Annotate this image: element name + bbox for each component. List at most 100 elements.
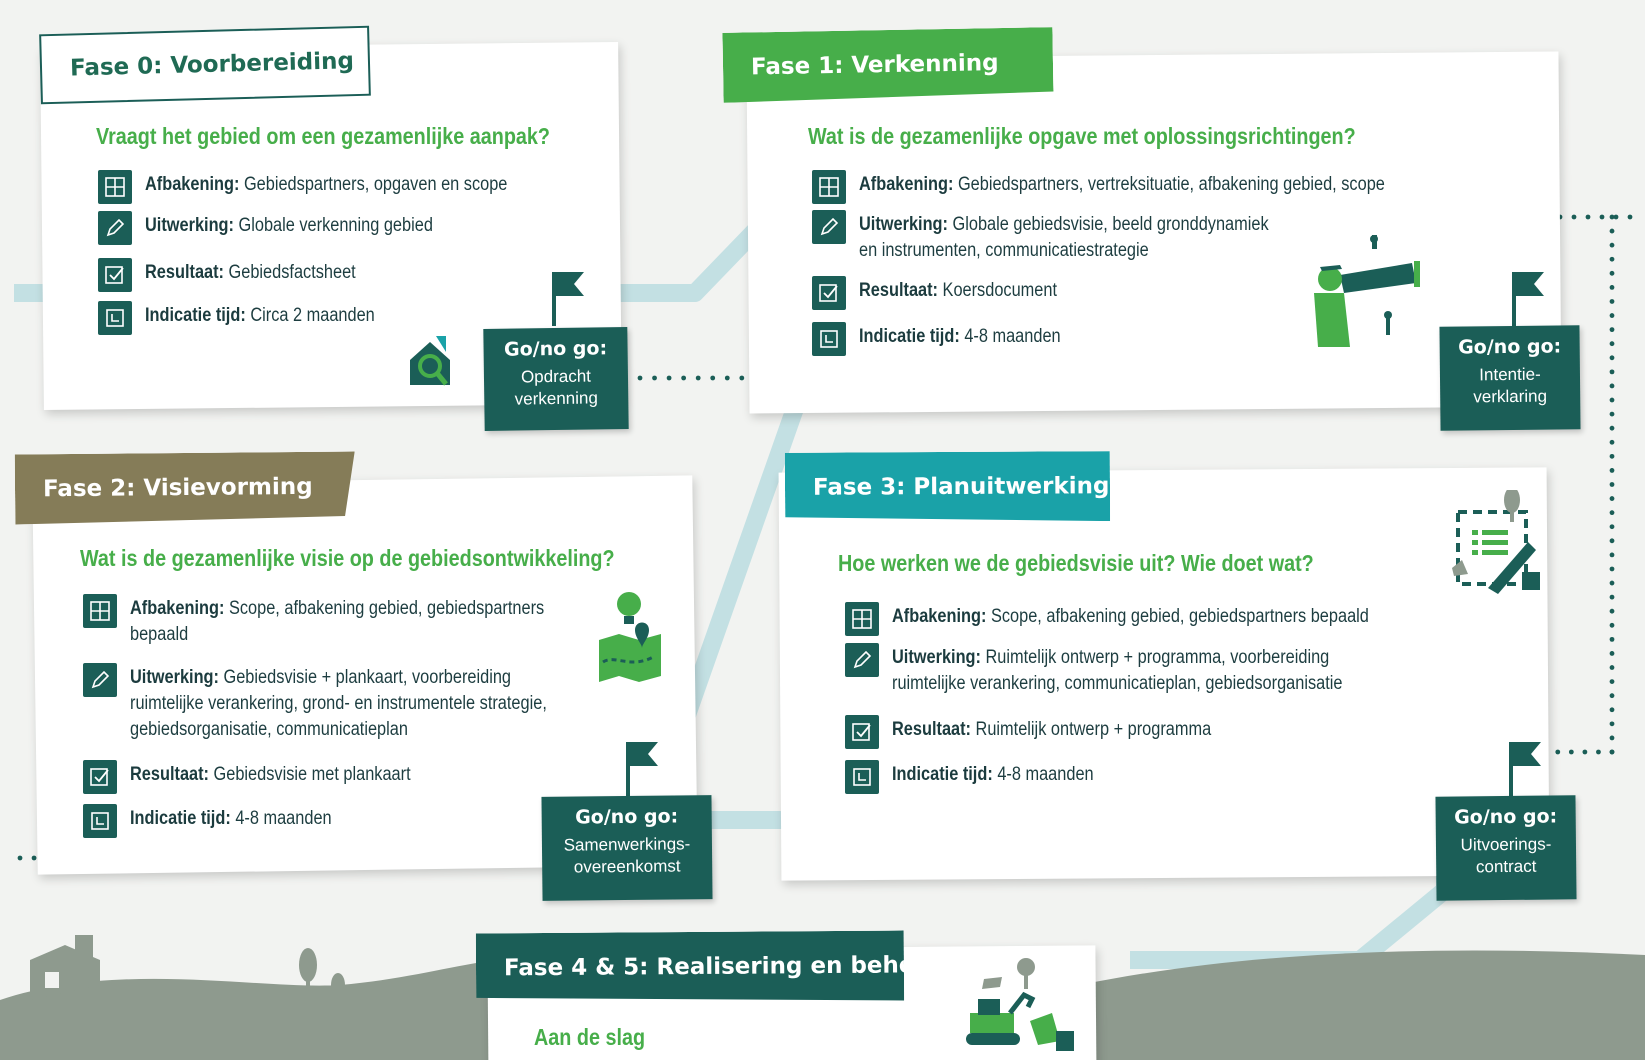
connector-dot: [710, 375, 716, 381]
phase-1-indicatie-label: Indicatie tijd:: [859, 326, 960, 347]
phase-0-resultaat-text: Gebiedsfactsheet: [228, 262, 356, 283]
phase-1-question: Wat is de gezamenlijke opgave met oploss…: [808, 123, 1356, 149]
construction-icon: [966, 958, 1074, 1051]
house-icon: [30, 935, 100, 1000]
connector-dot: [31, 855, 37, 861]
phase-0-indicatie-text: Circa 2 maanden: [250, 305, 375, 326]
connector-dot: [1609, 679, 1615, 685]
connector-dot: [1609, 665, 1615, 670]
connector-dot: [652, 375, 657, 381]
phase-2-row-indicatie: Indicatie tijd: 4-8 maanden: [83, 804, 364, 838]
phase-4-question: Aan de slag: [534, 1024, 646, 1050]
phase-2-question: Wat is de gezamenlijke visie op de gebie…: [80, 545, 615, 571]
clock-icon: [98, 301, 132, 335]
phase-2-afbakening-text-2: bepaald: [130, 624, 189, 645]
gonogo-0-title: Go/no go:: [503, 337, 608, 361]
phase-0-row-resultaat: Resultaat: Gebiedsfactsheet: [98, 258, 390, 292]
connector-dot: [1609, 242, 1615, 248]
phase-3-uitwerking-text: Ruimtelijk ontwerp + programma, voorbere…: [985, 647, 1330, 668]
phase-1-title: Fase 1: Verkenning: [750, 50, 999, 81]
connector-dot: [1609, 735, 1615, 741]
gonogo-2-title: Go/no go:: [575, 805, 679, 829]
phase-3-question: Hoe werken we de gebiedsvisie uit? Wie d…: [838, 550, 1314, 576]
connector-dot: [17, 855, 23, 861]
connector-dot: [1609, 299, 1615, 304]
connector-dot: [1609, 355, 1615, 361]
phase-0-resultaat-label: Resultaat:: [145, 262, 224, 283]
grid-icon: [98, 170, 132, 204]
connector-dot: [1609, 214, 1615, 220]
phase-1-uitwerking-label: Uitwerking:: [859, 214, 948, 235]
pencil-icon: [845, 643, 879, 677]
phase-2-row-afbakening: Afbakening: Scope, afbakening gebied, ge…: [83, 594, 612, 648]
telescope-person-icon: [1314, 235, 1420, 347]
phase-2-uitwerking-text-3: gebiedsorganisatie, communicatieplan: [130, 719, 408, 740]
phase-3-uitwerking-text-2: ruimtelijke verankering, communicatiepla…: [892, 673, 1343, 694]
gonogo-1-line-2: verklaring: [1473, 386, 1548, 407]
plan-drawing-icon: [1452, 490, 1540, 594]
connector-dot: [1609, 580, 1615, 586]
phase-1-row-indicatie: Indicatie tijd: 4-8 maanden: [812, 322, 1093, 356]
gonogo-1-flag: [1512, 272, 1544, 326]
connector-dot: [666, 375, 672, 381]
phase-1-uitwerking-text-2: en instrumenten, communicatiestrategie: [859, 240, 1149, 261]
connector-dot: [1596, 749, 1601, 755]
connector-dot: [1609, 411, 1615, 417]
gonogo-0-line-1: Opdracht: [520, 366, 592, 387]
phase-1-row-afbakening: Afbakening: Gebiedspartners, vertreksitu…: [812, 170, 1470, 204]
connector-dot: [1627, 214, 1633, 220]
phase-3-tag: Fase 3: Planuitwerking: [785, 451, 1110, 523]
phase-1-uitwerking-text: Globale gebiedsvisie, beeld gronddynamie…: [952, 214, 1269, 235]
phase-3-title: Fase 3: Planuitwerking: [812, 473, 1110, 501]
connector-dot: [1609, 693, 1615, 699]
phase-2-indicatie-text: 4-8 maanden: [235, 808, 332, 829]
phase-3-row-afbakening: Afbakening: Scope, afbakening gebied, ge…: [845, 602, 1447, 636]
gonogo-1-box: Go/no go: Intentie- verklaring: [1439, 325, 1581, 431]
connector-dot: [1609, 327, 1615, 333]
phase-1-resultaat-label: Resultaat:: [859, 280, 938, 301]
phase-0-indicatie-label: Indicatie tijd:: [145, 305, 246, 326]
connector-dot: [1609, 439, 1615, 445]
gonogo-2-box: Go/no go: Samenwerkings- overeenkomst: [541, 795, 713, 901]
gonogo-3-title: Go/no go:: [1454, 805, 1558, 829]
house-search-icon: [410, 336, 450, 386]
connector-dot: [1609, 369, 1615, 375]
connector-dot: [1609, 468, 1615, 473]
phase-0-question: Vraagt het gebied om een gezamenlijke aa…: [96, 123, 550, 149]
connector-dot: [1609, 510, 1615, 516]
pencil-icon: [83, 663, 117, 697]
ground-hills: [0, 950, 1645, 1060]
connector-dot: [1609, 566, 1615, 572]
phase-2-afbakening-label: Afbakening:: [130, 598, 225, 619]
connector-dot: [1609, 524, 1615, 530]
gonogo-3-box: Go/no go: Uitvoerings- contract: [1435, 795, 1577, 901]
connector-dot: [1609, 707, 1615, 713]
phase-2-uitwerking-label: Uitwerking:: [130, 667, 219, 688]
phase-1-afbakening-text: Gebiedspartners, vertreksituatie, afbake…: [957, 174, 1385, 195]
gonogo-3-line-2: contract: [1475, 856, 1537, 877]
connector-dot: [1609, 552, 1615, 558]
grid-icon: [845, 602, 879, 636]
phase-0-afbakening-text: Gebiedspartners, opgaven en scope: [243, 174, 508, 195]
phase-3-resultaat-label: Resultaat:: [892, 719, 971, 740]
connector-dot: [1609, 538, 1615, 544]
phase-2-title: Fase 2: Visievorming: [42, 473, 313, 503]
lightbulb-map-icon: [599, 592, 661, 682]
phase-2-tag: Fase 2: Visievorming: [15, 452, 356, 525]
phase-0-title: Fase 0: Voorbereiding: [69, 48, 355, 82]
phase-4-tag: Fase 4 & 5: Realisering en beheer: [476, 931, 904, 1004]
connector-dot: [1609, 482, 1615, 487]
phase-0-uitwerking-label: Uitwerking:: [145, 215, 234, 236]
phase-3-afbakening-text: Scope, afbakening gebied, gebiedspartner…: [990, 606, 1369, 627]
connector-dot: [1609, 608, 1615, 614]
connector-dot: [1568, 749, 1574, 755]
connector-dot: [1609, 313, 1615, 318]
connector-dot: [1609, 496, 1615, 501]
phase-2-row-uitwerking: Uitwerking: Gebiedsvisie + plankaart, vo…: [83, 663, 615, 743]
pencil-icon: [812, 210, 846, 244]
gonogo-2-line-2: overeenkomst: [573, 856, 681, 877]
connector-dot: [1609, 721, 1615, 727]
phase-3-row-indicatie: Indicatie tijd: 4-8 maanden: [845, 760, 1126, 794]
checkbox-icon: [845, 715, 879, 749]
phase-3-indicatie-text: 4-8 maanden: [997, 764, 1094, 785]
